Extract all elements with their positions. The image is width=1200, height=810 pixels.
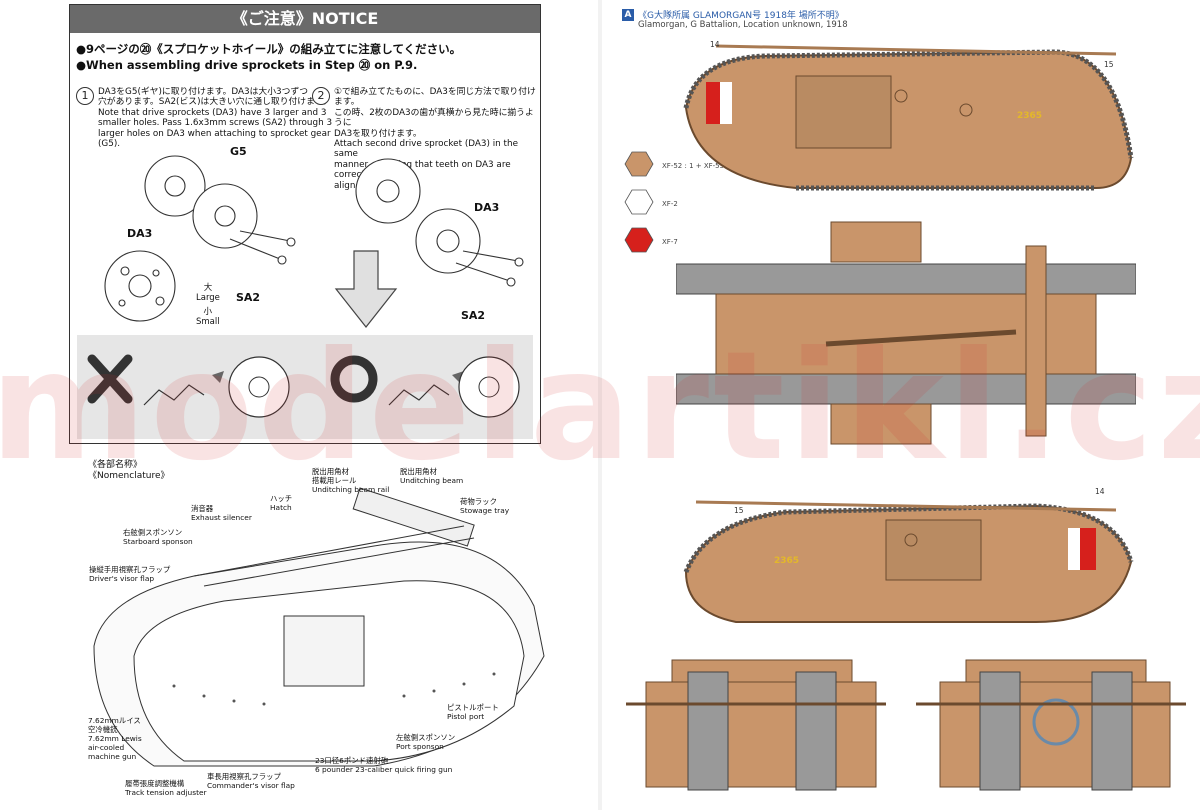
step-2-en-line1: Attach second drive sprocket (DA3) in th… (334, 139, 518, 160)
tank-nomenclature-drawing (93, 487, 545, 767)
stripe-red-bottom (1080, 528, 1096, 570)
nom-hatch: ハッチ Hatch (270, 494, 293, 512)
incorrect-x-icon (87, 354, 133, 404)
marker-14-top: 14 (710, 40, 720, 49)
label-sa2-right: SA2 (461, 309, 486, 322)
label-large-ja: 大 (203, 283, 213, 293)
scheme-title: 《G大隊所属 GLAMORGAN号 1918年 場所不明》 (638, 11, 844, 21)
step-1-number: 1 (76, 87, 94, 105)
nom-drivers-visor-flap: 操縦手用視察孔フラップ Driver's visor flap (89, 565, 171, 583)
nom-commanders-visor-flap: 車長用視察孔フラップ Commander's visor flap (207, 772, 295, 790)
stripe-red-top (706, 82, 720, 124)
label-da3-left: DA3 (127, 227, 153, 240)
nom-stowage-tray: 荷物ラック Stowage tray (460, 497, 510, 515)
stripe-white-top (720, 82, 732, 124)
down-arrow-icon (334, 250, 398, 328)
scheme-badge: A (622, 9, 634, 21)
nom-unditching-beam-rail: 脱出用角材 搭載用レール Unditching beam rail (312, 467, 390, 494)
nomenclature-title-ja: 《各部名称》 (88, 460, 143, 470)
step-1-ja-line2: 穴があります。SA2(ビス)は大きい穴に通し取り付けます。 (98, 97, 332, 108)
page-divider (598, 0, 602, 810)
hull-number-bottom: 2365 (774, 556, 800, 566)
nom-starboard-sponson: 右舷側スポンソン Starboard sponson (123, 528, 193, 546)
notice-box: 《ご注意》NOTICE ●9ページの⑳《スプロケットホイール》の組み立てに注意し… (69, 4, 541, 444)
stripe-white-bottom (1068, 528, 1080, 570)
marker-14-bottom: 14 (1095, 487, 1105, 496)
nomenclature-title: 《各部名称》 《Nomenclature》 (88, 460, 169, 482)
notice-lead-en: ●When assembling drive sprockets in Step… (76, 58, 418, 72)
nom-6-pounder-gun: 23口径6ポンド速射砲 6 pounder 23-caliber quick f… (315, 756, 453, 774)
step-1-en-line1: Note that drive sprockets (DA3) have 3 l… (98, 107, 327, 118)
tank-front-view (626, 659, 886, 791)
paint-swatch-red (624, 227, 654, 253)
tank-side-view-left (683, 500, 1134, 623)
label-da3-right: DA3 (474, 201, 500, 214)
paint-label-tan: XF-52 : 1 + XF-55 : 1 (662, 162, 736, 170)
step-2-ja-line1: ①で組み立てたものに、DA3を同じ方法で取り付けます。 (334, 87, 536, 108)
step-1-ja-line1: DA3をG5(ギヤ)に取り付けます。DA3は大小3つずつ (98, 87, 309, 97)
step-2-en-line2: manner, ensuring that teeth on DA3 are c… (334, 159, 511, 181)
nom-pistol-port: ピストルポート Pistol port (447, 703, 499, 721)
step-1-text: DA3をG5(ギヤ)に取り付けます。DA3は大小3つずつ 穴があります。SA2(… (98, 87, 332, 149)
nom-port-sponson: 左舷側スポンソン Port sponson (396, 733, 456, 751)
nom-lewis-machine-gun: 7.62mmルイス 空冷機銃 7.62mm Lewis air-cooled m… (88, 716, 142, 761)
scheme-subtitle: Glamorgan, G Battalion, Location unknown… (638, 20, 848, 30)
label-small-ja: 小 (203, 307, 213, 317)
nom-exhaust-silencer: 消音器 Exhaust silencer (191, 504, 252, 522)
paint-label-white: XF-2 (662, 200, 678, 208)
tank-top-view (676, 221, 1136, 445)
marker-15-bottom: 15 (734, 506, 744, 515)
label-small: 小 Small (196, 307, 220, 327)
notice-lead-ja: ●9ページの⑳《スプロケットホイール》の組み立てに注意してください。 (76, 42, 462, 56)
step-1-en-line2: smaller holes. Pass 1.6x3mm screws (SA2)… (98, 118, 333, 129)
step-2-number: 2 (312, 87, 330, 105)
correct-o-icon (330, 355, 378, 403)
label-sa2-left: SA2 (236, 291, 261, 304)
step-1-en-line4: (G5). (98, 139, 121, 150)
tank-rear-view (916, 659, 1186, 791)
step-2-ja-line2: この時、2枚のDA3の歯が真横から見た時に揃うように (334, 107, 534, 129)
marker-15-top: 15 (1104, 60, 1114, 69)
notice-header: 《ご注意》NOTICE (70, 5, 540, 33)
hull-number-top: 2365 (1017, 111, 1043, 121)
label-large: 大 Large (196, 283, 220, 303)
step-1-en-line3: larger holes on DA3 when attaching to sp… (98, 128, 331, 139)
comparison-band (77, 335, 533, 439)
tank-side-view-right (683, 44, 1134, 191)
nomenclature-title-en: 《Nomenclature》 (88, 471, 170, 481)
step-1-illustration (104, 155, 296, 322)
paint-swatch-tan (624, 151, 654, 177)
step-2-ja-line3: DA3を取り付けます。 (334, 128, 422, 139)
label-large-en: Large (196, 293, 220, 303)
paint-swatch-white (624, 189, 654, 215)
nom-track-tension-adjuster: 履帯張度調整機構 Track tension adjuster (125, 779, 207, 797)
label-small-en: Small (196, 317, 220, 327)
comparison-illustration (87, 354, 520, 418)
paint-swatches (624, 151, 654, 253)
label-g5: G5 (230, 145, 247, 158)
paint-label-red: XF-7 (662, 238, 678, 246)
step-2-illustration (355, 158, 524, 287)
nom-unditching-beam: 脱出用角材 Unditching beam (400, 467, 464, 485)
